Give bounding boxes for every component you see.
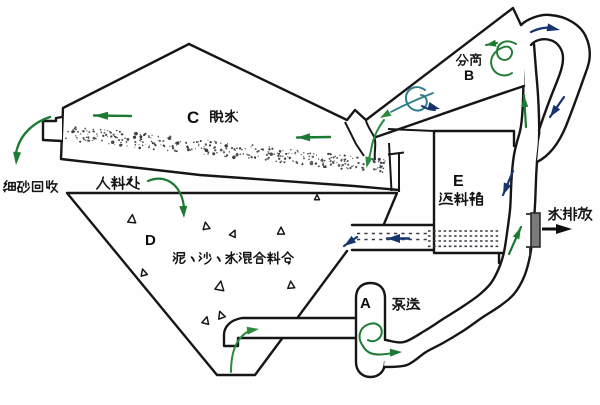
svg-text:E: E [453,173,464,190]
svg-text:A: A [360,295,371,312]
svg-text:D: D [145,232,156,249]
svg-text:B: B [464,67,474,83]
svg-text:C: C [187,108,199,127]
